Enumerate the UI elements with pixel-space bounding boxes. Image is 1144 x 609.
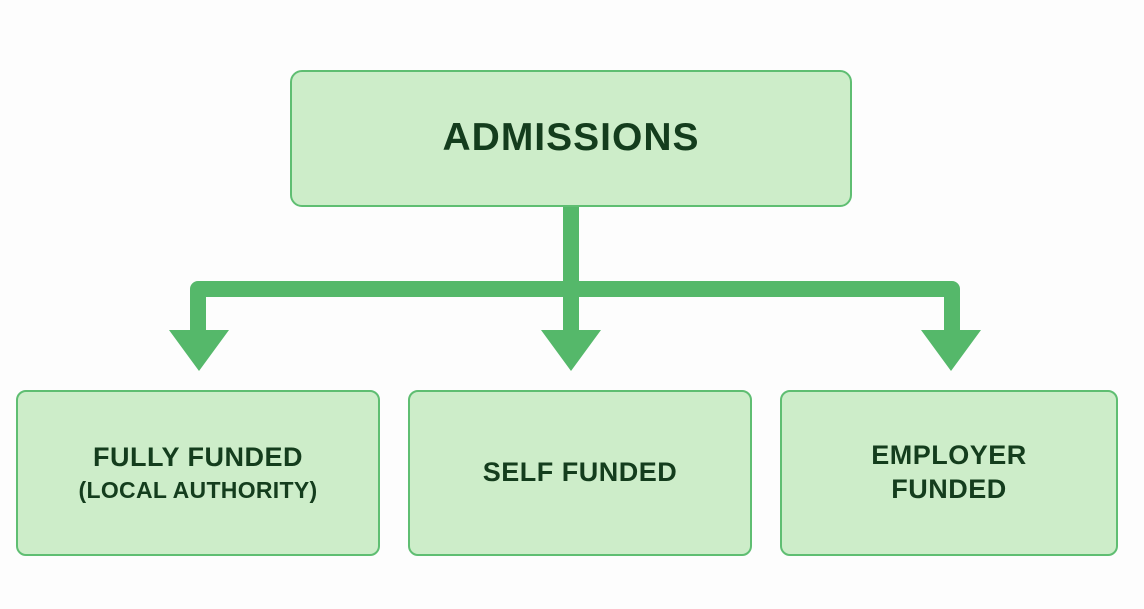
node-self-funded-label-line1: SELF FUNDED xyxy=(482,457,678,488)
node-fully-funded-label-line2: (LOCAL AUTHORITY) xyxy=(78,477,318,504)
arrow-straight-down-middle xyxy=(541,207,601,371)
horizontal-bus-bar xyxy=(190,281,960,297)
node-admissions-label: ADMISSIONS xyxy=(442,116,700,160)
node-fully-funded-label-line1: FULLY FUNDED xyxy=(92,441,304,472)
connector-root-to-self-funded xyxy=(541,207,601,371)
connector-root-to-fully-funded xyxy=(169,289,229,371)
node-admissions[interactable]: ADMISSIONS xyxy=(290,70,852,207)
arrow-elbow-down-right xyxy=(921,289,981,371)
node-fully-funded[interactable]: FULLY FUNDED (LOCAL AUTHORITY) xyxy=(16,390,380,556)
node-employer-funded[interactable]: EMPLOYER FUNDED xyxy=(780,390,1118,556)
arrow-elbow-down-left xyxy=(169,289,229,371)
connector-root-to-employer-funded xyxy=(921,289,981,371)
node-employer-funded-label-line1: EMPLOYER xyxy=(871,440,1027,471)
connector-horizontal-bar xyxy=(190,281,960,297)
node-self-funded[interactable]: SELF FUNDED xyxy=(408,390,752,556)
node-employer-funded-label-line2: FUNDED xyxy=(891,474,1007,504)
